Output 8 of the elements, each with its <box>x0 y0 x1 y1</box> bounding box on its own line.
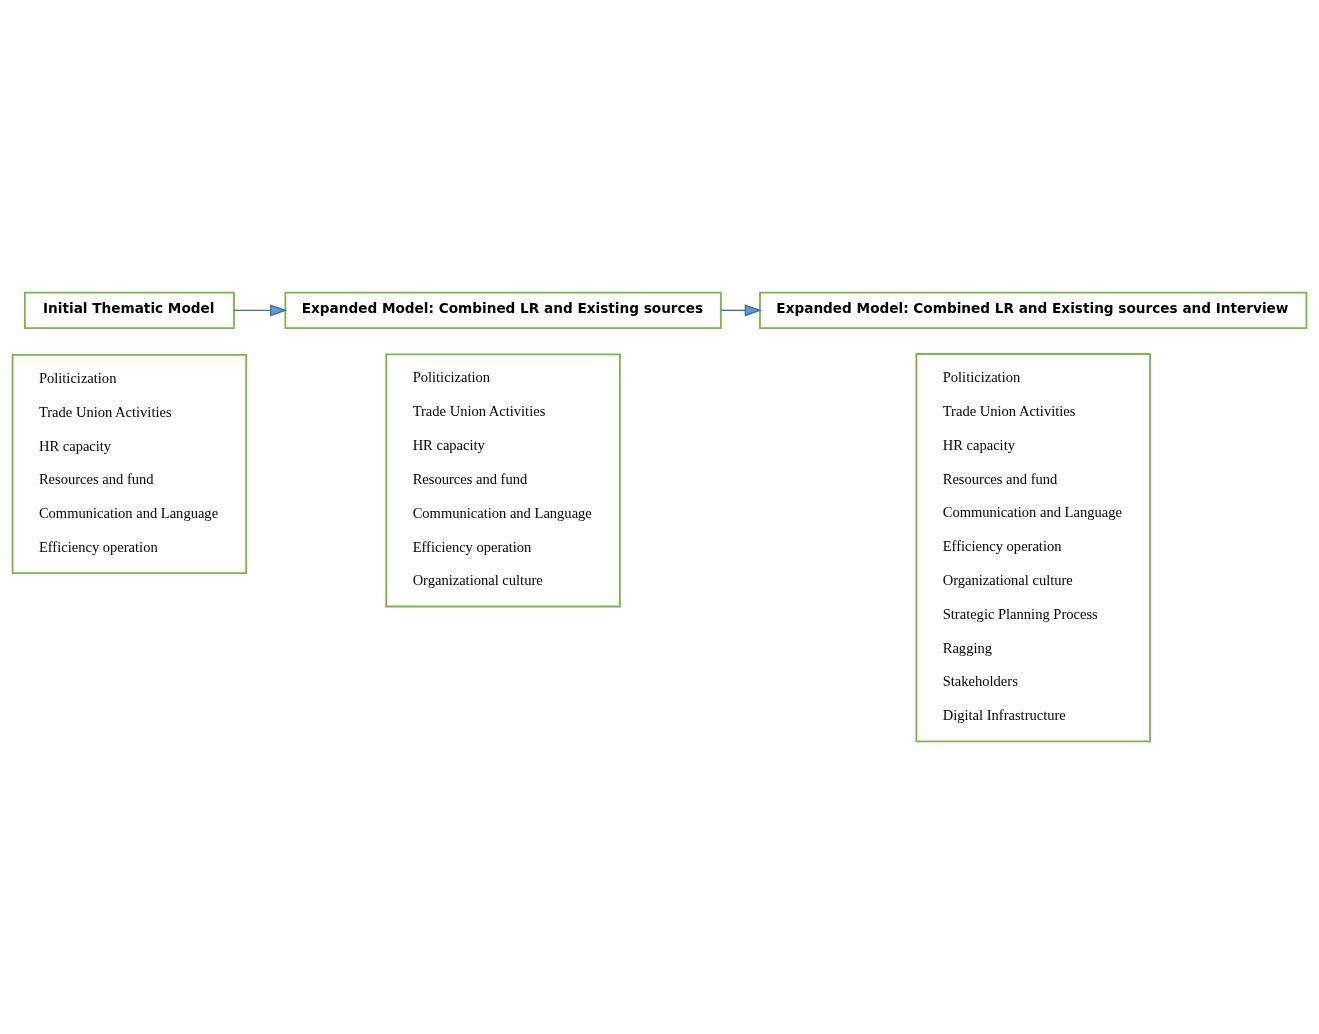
node-box: Expanded Model: Combined LR and Existing sources and Interview <box>759 291 1308 329</box>
node-box: Expanded Model: Combined LR and Existing sources <box>284 291 722 329</box>
node-box: Initial Thematic Model <box>23 291 235 329</box>
node-box: Politicization Trade Union Activities HR capacity Resources and fund Communication and Language Efficiency operation <box>11 354 248 575</box>
arrow <box>720 304 762 317</box>
node-box: Politicization Trade Union Activities HR capacity Resources and fund Communication and Language Efficiency operation Organizational culture <box>385 353 621 608</box>
arrow <box>233 304 288 317</box>
node-box: Politicization Trade Union Activities HR capacity Resources and fund Communication and Language Efficiency operation Organizational culture Strategic Planning Process Ragging Stakeholders Digital Infrastructure <box>915 353 1151 743</box>
